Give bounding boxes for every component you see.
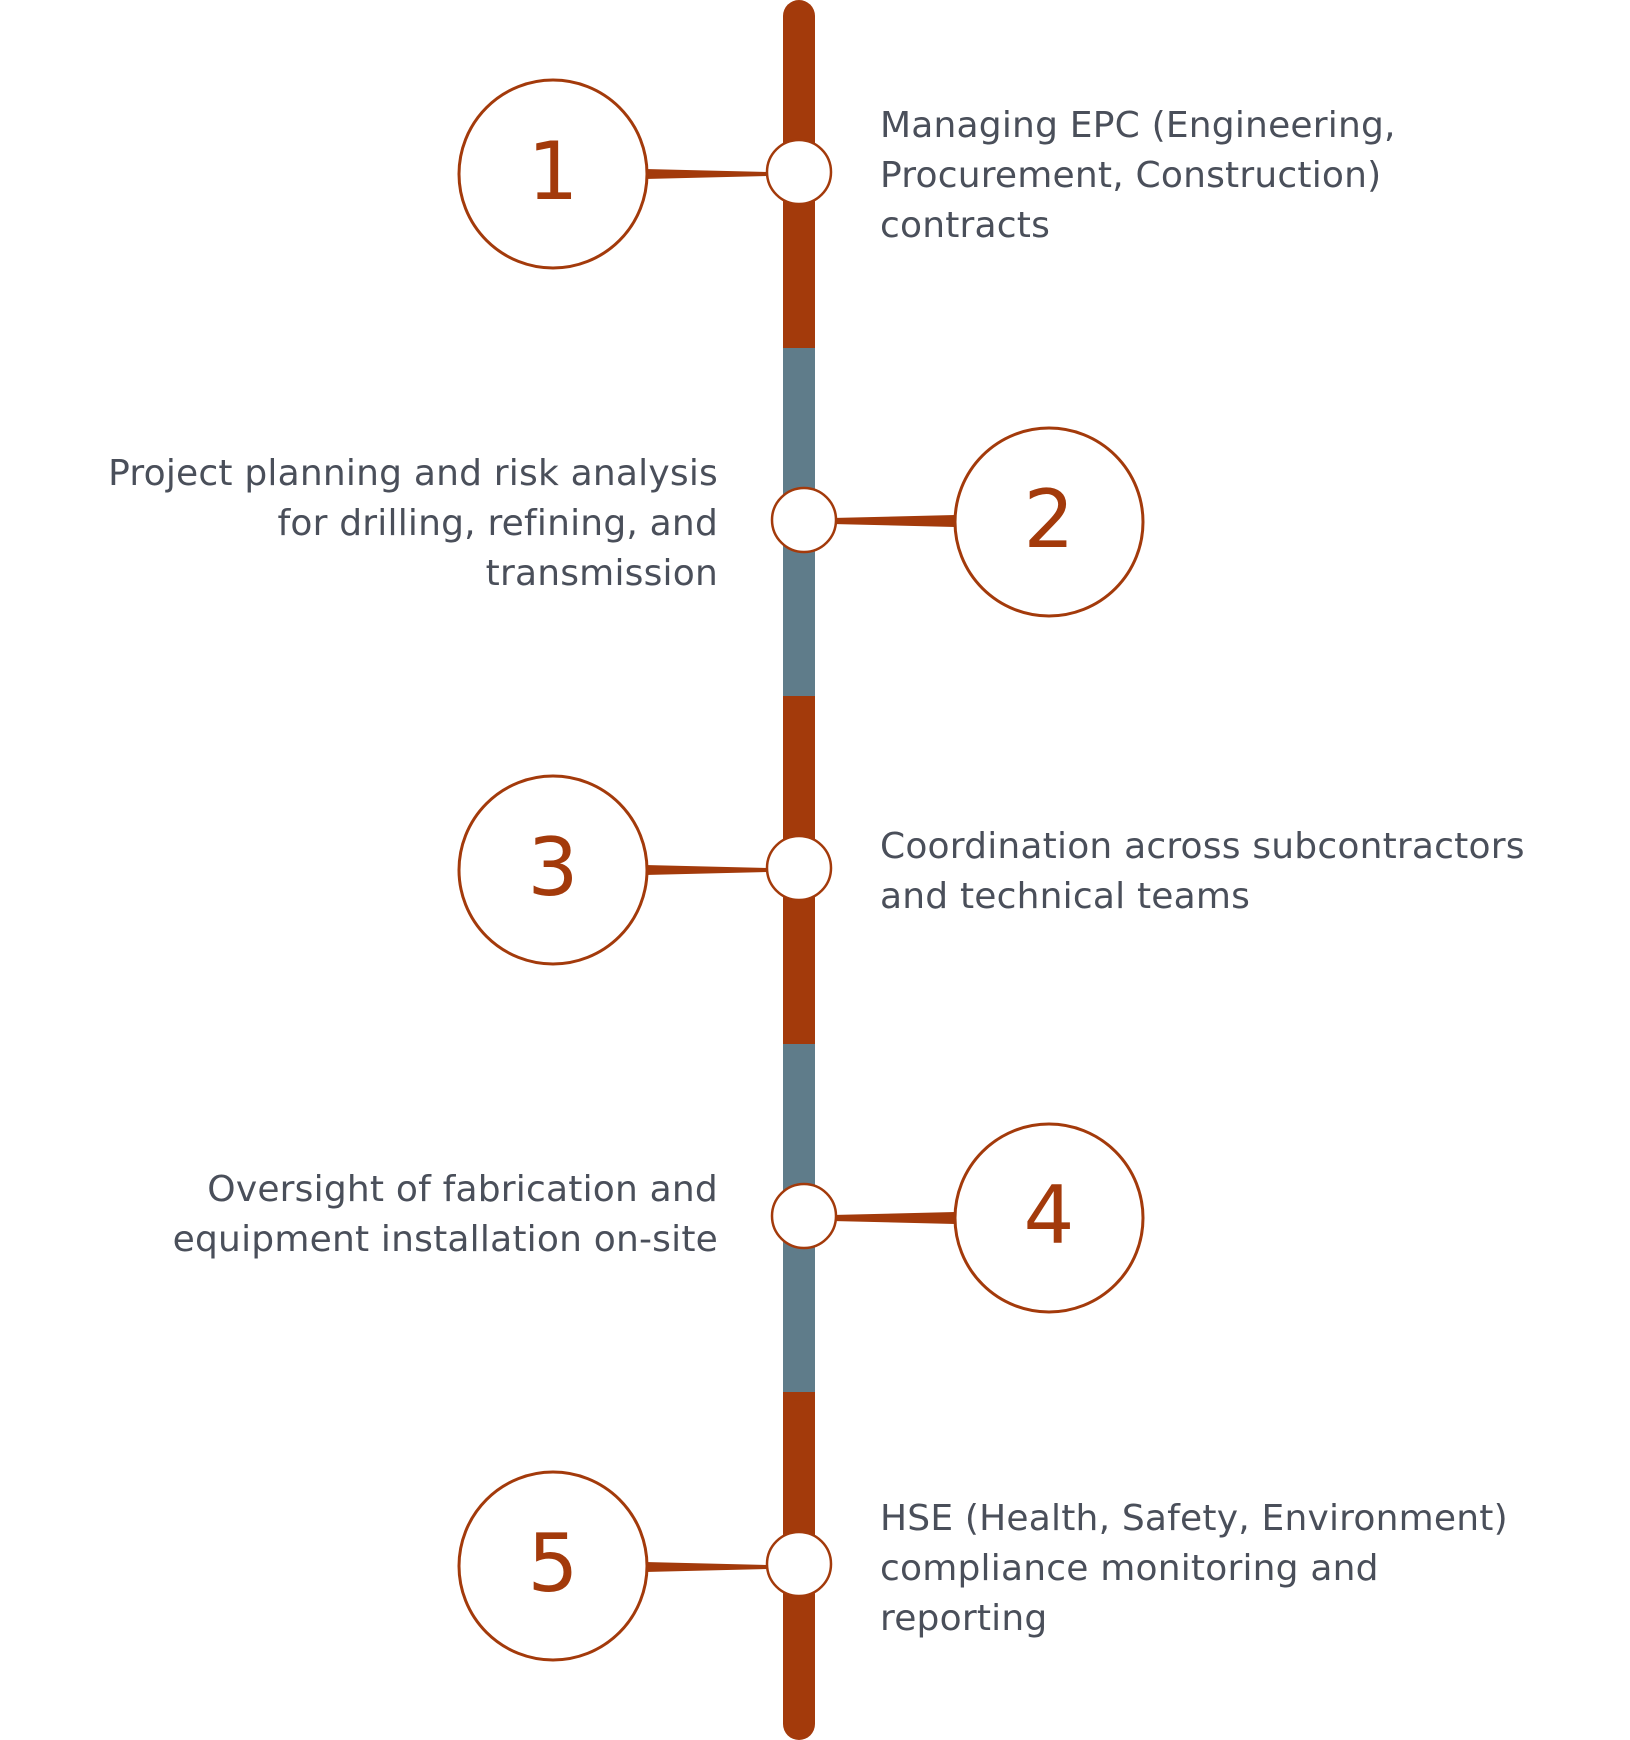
step-5-description-line: reporting bbox=[880, 1598, 1048, 1639]
step-2-number-circle bbox=[953, 426, 1145, 618]
step-3-description-line: Coordination across subcontractors bbox=[880, 826, 1525, 867]
step-5-node bbox=[765, 1530, 833, 1598]
step-1-description-line: contracts bbox=[880, 205, 1051, 246]
step-2-node bbox=[770, 486, 838, 554]
step-3-number-circle bbox=[457, 774, 649, 966]
step-5-description-line: HSE (Health, Safety, Environment) bbox=[880, 1498, 1508, 1539]
step-4: 4 bbox=[770, 1122, 1145, 1314]
step-5-description: HSE (Health, Safety, Environment) compli… bbox=[880, 1494, 1508, 1644]
step-3-description: Coordination across subcontractors and t… bbox=[880, 822, 1525, 922]
step-4-description: Oversight of fabrication and equipment i… bbox=[173, 1165, 718, 1265]
step-4-description-line: equipment installation on-site bbox=[172, 1219, 718, 1260]
step-4-description-line: Oversight of fabrication and bbox=[207, 1169, 718, 1210]
step-5-description-line: compliance monitoring and bbox=[880, 1548, 1379, 1589]
step-5-number: 5 bbox=[528, 1517, 579, 1610]
step-4-node bbox=[770, 1182, 838, 1250]
step-3: 3 bbox=[457, 774, 833, 966]
step-1-node bbox=[765, 138, 833, 206]
step-1-description-line: Procurement, Construction) bbox=[880, 155, 1382, 196]
step-3-connector bbox=[645, 865, 768, 875]
step-2-description-line: for drilling, refining, and bbox=[277, 503, 718, 544]
step-5-number-circle bbox=[457, 1470, 649, 1662]
step-3-description-line: and technical teams bbox=[880, 876, 1251, 917]
step-3-number: 3 bbox=[528, 821, 579, 914]
step-4-number-circle bbox=[953, 1122, 1145, 1314]
step-2-connector bbox=[832, 515, 955, 527]
step-2-number: 2 bbox=[1024, 473, 1075, 566]
step-3-node bbox=[765, 834, 833, 902]
step-1-number: 1 bbox=[528, 125, 579, 218]
step-1-number-circle bbox=[457, 78, 649, 270]
step-2-description: Project planning and risk analysis for d… bbox=[108, 449, 718, 599]
step-5: 5 bbox=[457, 1470, 833, 1662]
step-1-description-line: Managing EPC (Engineering, bbox=[880, 105, 1396, 146]
step-4-connector bbox=[832, 1212, 955, 1224]
step-2: 2 bbox=[770, 426, 1145, 618]
step-5-connector bbox=[645, 1562, 768, 1572]
step-1-description: Managing EPC (Engineering, Procurement, … bbox=[880, 101, 1396, 251]
step-1-connector bbox=[645, 169, 768, 179]
step-4-number: 4 bbox=[1024, 1169, 1075, 1262]
step-2-description-line: transmission bbox=[485, 553, 718, 594]
step-1: 1 bbox=[457, 78, 833, 270]
step-2-description-line: Project planning and risk analysis bbox=[108, 453, 718, 494]
